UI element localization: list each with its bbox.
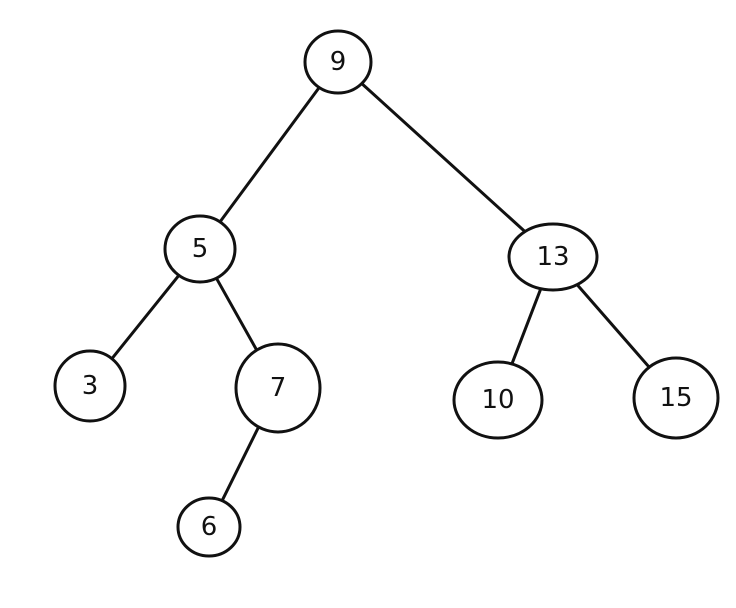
node-label: 7 [270, 373, 287, 403]
edge-n9-n5 [218, 86, 321, 224]
tree-node-5: 5 [163, 214, 237, 284]
edge-n5-n3 [110, 273, 181, 361]
node-label: 13 [536, 242, 569, 272]
tree-edges [110, 82, 651, 503]
node-circle [632, 356, 720, 440]
node-circle [176, 496, 242, 558]
edge-n13-n15 [575, 283, 651, 369]
tree-node-3: 3 [53, 349, 127, 423]
edge-n7-n6 [220, 425, 261, 503]
tree-node-9: 9 [303, 29, 373, 95]
node-circle [452, 360, 544, 440]
node-label: 5 [192, 234, 209, 264]
edge-n13-n10 [510, 287, 543, 366]
node-label: 10 [481, 385, 514, 415]
node-label: 6 [201, 512, 218, 542]
tree-node-13: 13 [507, 222, 599, 292]
tree-node-6: 6 [176, 496, 242, 558]
node-label: 3 [82, 371, 99, 401]
node-circle [163, 214, 237, 284]
node-circle [303, 29, 373, 95]
tree-node-10: 10 [452, 360, 544, 440]
tree-node-15: 15 [632, 356, 720, 440]
node-circle [507, 222, 599, 292]
node-circle [234, 342, 322, 434]
node-circle [53, 349, 127, 423]
edge-n9-n13 [360, 82, 527, 234]
tree-nodes: 9 5 13 3 7 10 15 6 [53, 29, 720, 558]
node-label: 9 [330, 47, 347, 77]
tree-node-7: 7 [234, 342, 322, 434]
node-label: 15 [659, 383, 692, 413]
edge-n5-n7 [214, 276, 259, 352]
